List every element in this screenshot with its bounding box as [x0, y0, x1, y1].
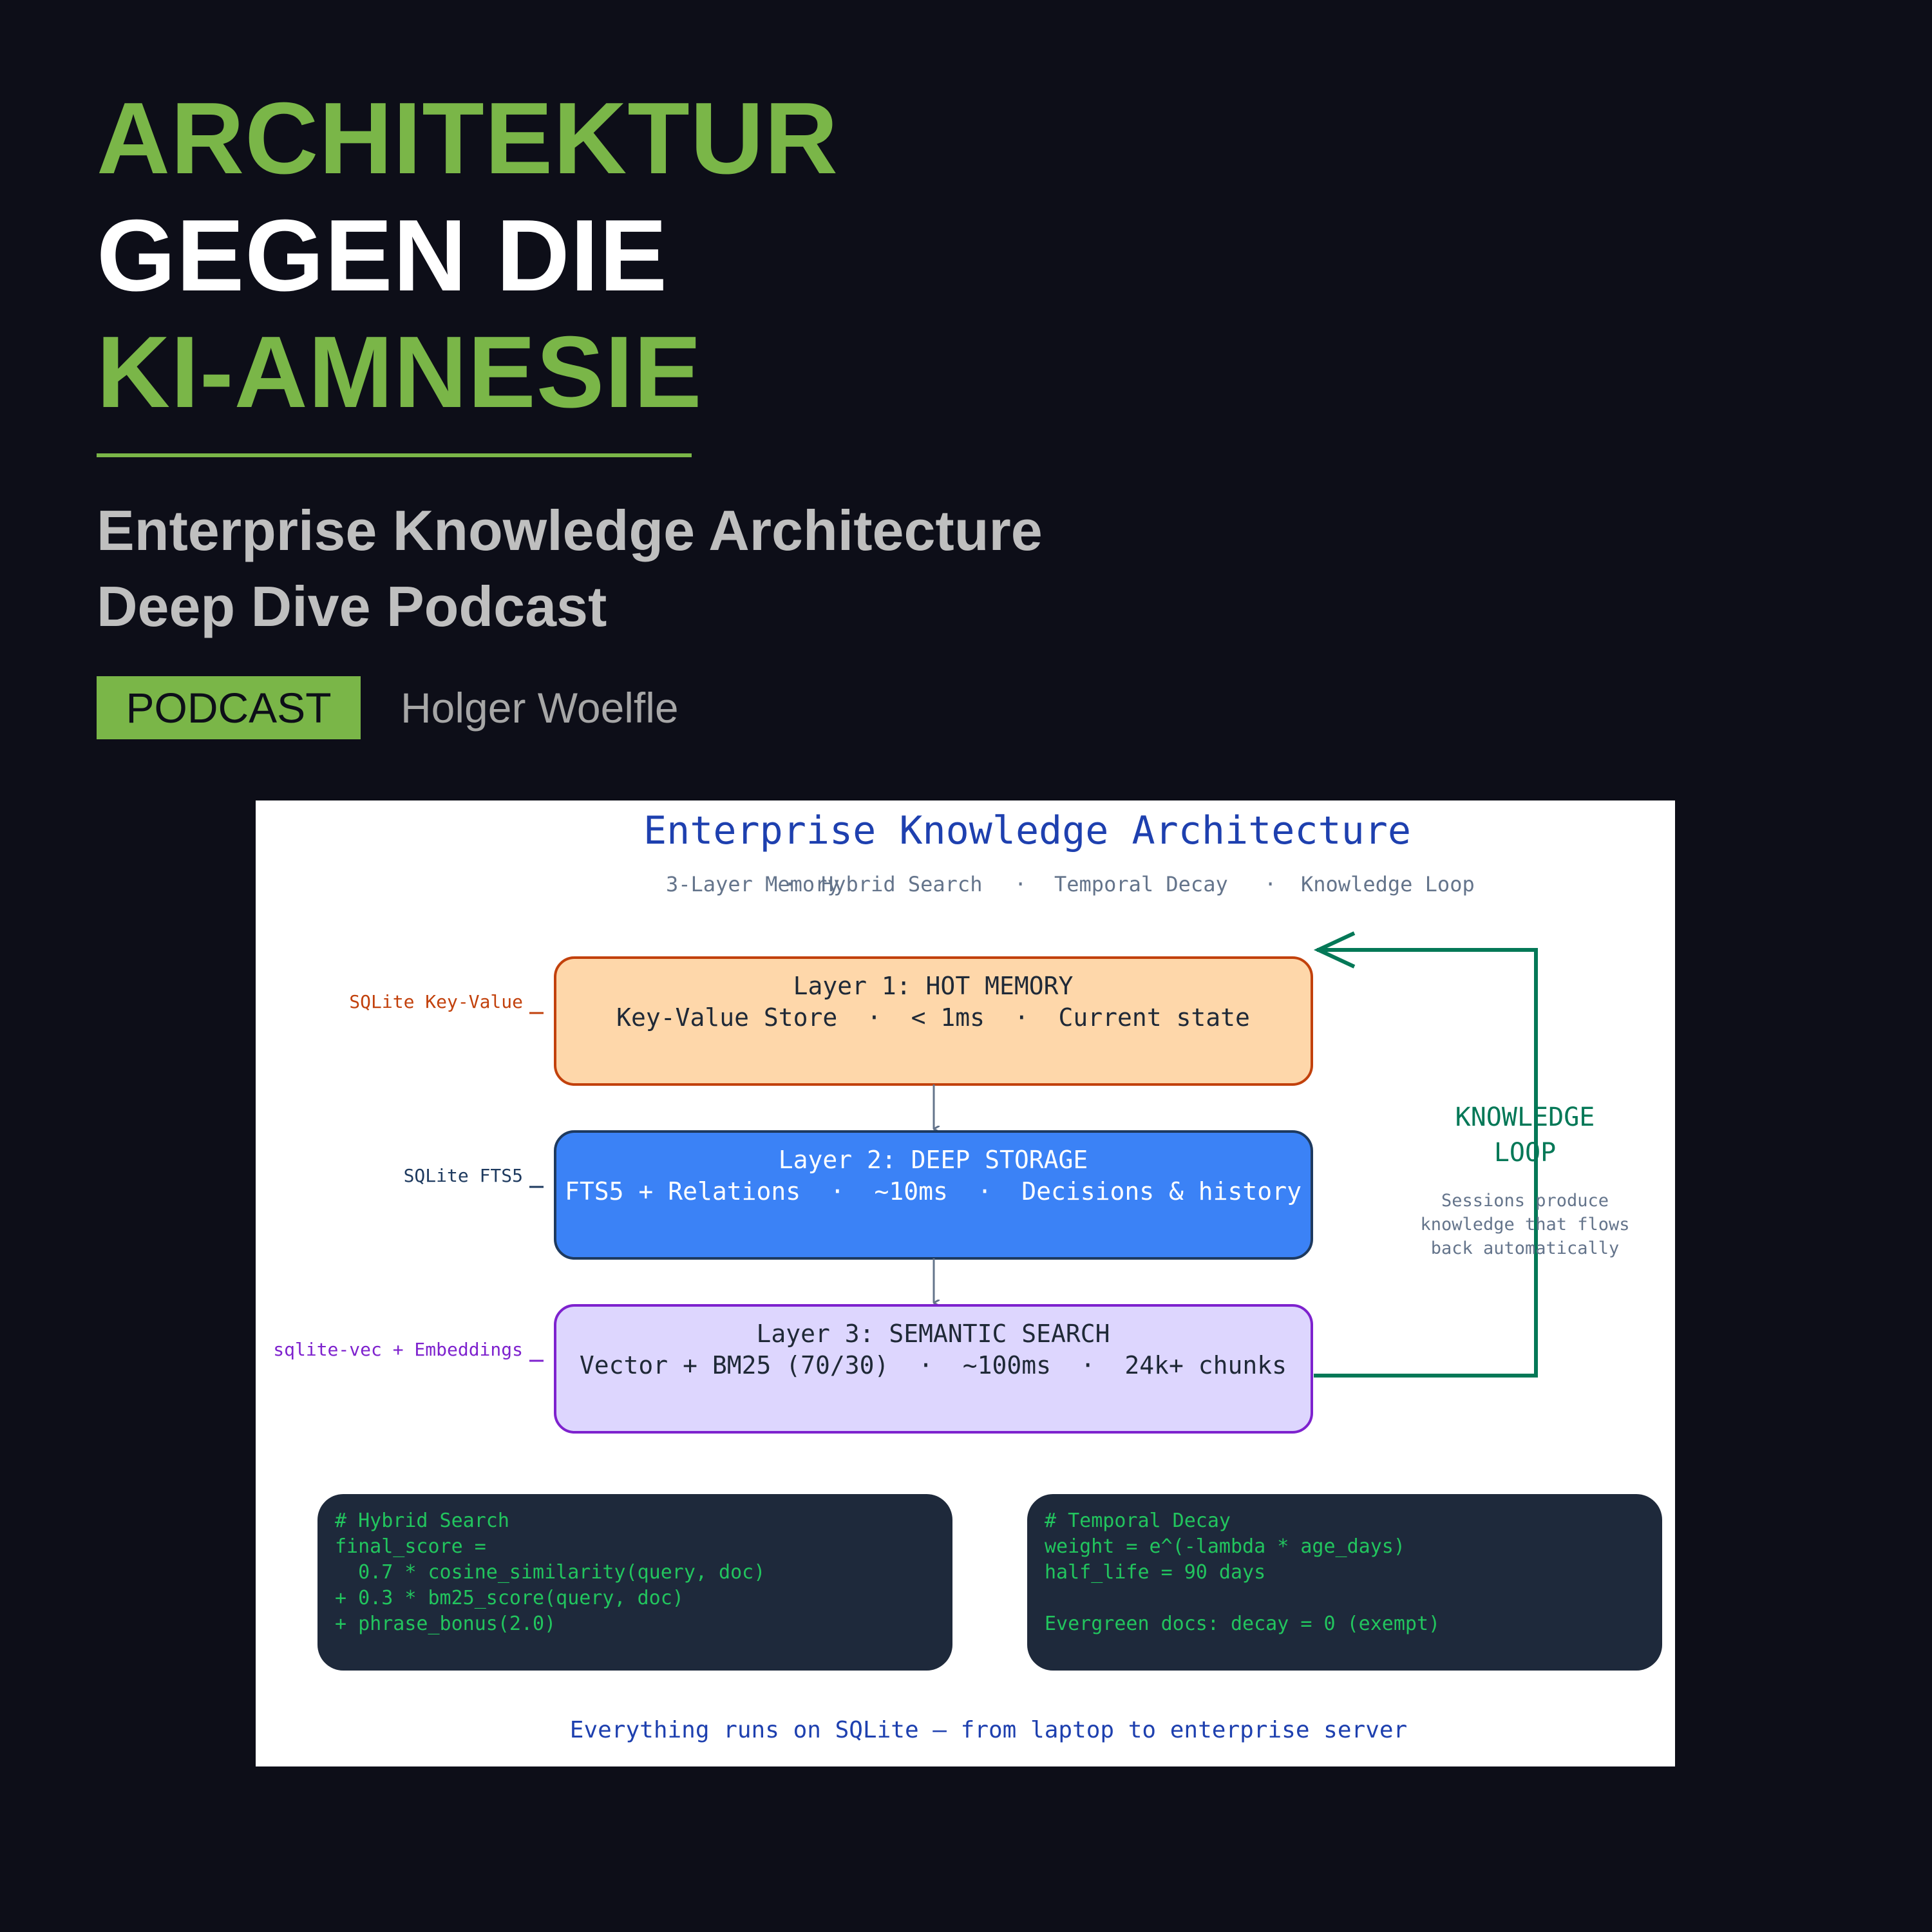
- knowledge-loop-desc-line-3: back automatically: [1431, 1238, 1620, 1258]
- code-line: [1045, 1586, 1662, 1611]
- diagram-subtitle-item-3: Temporal Decay: [1054, 872, 1228, 896]
- knowledge-loop-title-line-1: KNOWLEDGE: [1455, 1103, 1595, 1132]
- title-divider: [97, 453, 692, 457]
- code-line: Evergreen docs: decay = 0 (exempt): [1045, 1613, 1441, 1635]
- code-line: # Temporal Decay: [1045, 1510, 1231, 1532]
- subtitle-line-1: Enterprise Knowledge Architecture: [97, 498, 1043, 562]
- architecture-diagram: Enterprise Knowledge Architecture 3-Laye…: [256, 800, 1675, 1766]
- diagram-subtitle-item-1: 3-Layer Memory: [666, 872, 840, 896]
- diagram-title: Enterprise Knowledge Architecture: [643, 808, 1411, 853]
- code-line: half_life = 90 days: [1045, 1561, 1266, 1584]
- code-line: 0.7 * cosine_similarity(query, doc): [335, 1561, 766, 1584]
- code-line: final_score =: [335, 1535, 486, 1558]
- code-line: weight = e^(-lambda * age_days): [1045, 1535, 1405, 1558]
- author-name: Holger Woelfle: [401, 684, 679, 732]
- code-line: + 0.3 * bm25_score(query, doc): [335, 1587, 684, 1609]
- title-line-3: KI-AMNESIE: [97, 316, 703, 429]
- subtitle-separator: ·: [1014, 872, 1027, 896]
- diagram-subtitle-item-2: Hybrid Search: [821, 872, 982, 896]
- subtitle-line-2: Deep Dive Podcast: [97, 574, 607, 638]
- layer-3-side-label: sqlite-vec + Embeddings: [273, 1339, 523, 1360]
- hybrid-search-code-box: # Hybrid Search final_score = 0.7 * cosi…: [317, 1494, 952, 1671]
- podcast-badge: PODCAST: [97, 676, 361, 739]
- knowledge-loop-desc-line-2: knowledge that flows: [1420, 1215, 1629, 1235]
- layer-3-detail: Vector + BM25 (70/30) · ~100ms · 24k+ ch…: [580, 1351, 1287, 1379]
- diagram-subtitle-item-4: Knowledge Loop: [1301, 872, 1475, 896]
- diagram-canvas: Enterprise Knowledge Architecture 3-Laye…: [273, 808, 1629, 1743]
- knowledge-loop-desc-line-1: Sessions produce: [1441, 1191, 1609, 1211]
- knowledge-loop-arrowhead: [1313, 931, 1356, 969]
- layer-3-box: [554, 1304, 1313, 1434]
- title-line-2: GEGEN DIE: [97, 199, 668, 312]
- title-line-1: ARCHITEKTUR: [97, 82, 839, 195]
- subtitle-separator: ·: [784, 872, 796, 896]
- layer-3-title: Layer 3: SEMANTIC SEARCH: [756, 1320, 1110, 1348]
- layer-1-title: Layer 1: HOT MEMORY: [793, 972, 1074, 1000]
- layer-1-detail: Key-Value Store · < 1ms · Current state: [616, 1003, 1250, 1032]
- layer-2-side-label: SQLite FTS5: [404, 1165, 523, 1186]
- subtitle-separator: ·: [1264, 872, 1276, 896]
- diagram-footer: Everything runs on SQLite — from laptop …: [570, 1717, 1407, 1743]
- layer-1-side-label: SQLite Key-Value: [349, 991, 523, 1012]
- temporal-decay-code-box: # Temporal Decay weight = e^(-lambda * a…: [1027, 1494, 1662, 1671]
- code-line: + phrase_bonus(2.0): [335, 1613, 556, 1635]
- knowledge-loop-title-line-2: LOOP: [1494, 1138, 1556, 1168]
- layer-2-title: Layer 2: DEEP STORAGE: [779, 1146, 1088, 1174]
- code-line: # Hybrid Search: [335, 1510, 509, 1532]
- knowledge-loop-arrow: [1314, 948, 1538, 1378]
- layer-2-detail: FTS5 + Relations · ~10ms · Decisions & h…: [565, 1177, 1302, 1206]
